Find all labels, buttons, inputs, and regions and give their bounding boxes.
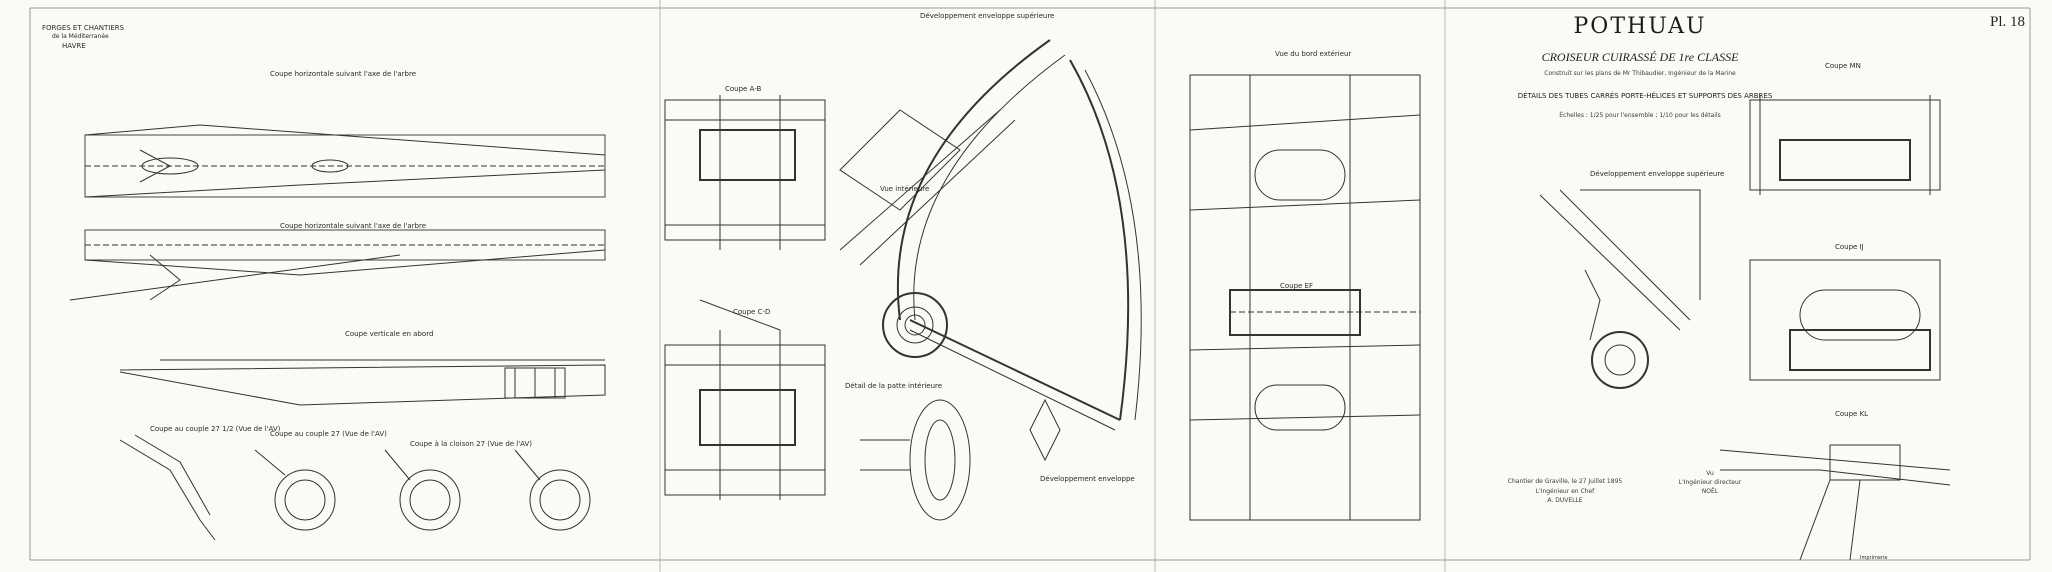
label-outer-view: Vue du bord extérieur — [1275, 50, 1352, 58]
design-credit: Construit sur les plans de Mr Thibaudier… — [1544, 70, 1736, 77]
label-mid-bot: Coupe C-D — [733, 308, 771, 316]
label-mid-top: Coupe A-B — [725, 85, 762, 93]
signature-left: Chantier de Graville, le 27 Juillet 1895 — [1507, 478, 1623, 485]
printer-footer: Imprimerie — [1860, 555, 1888, 561]
label-far-mid: Coupe IJ — [1835, 243, 1864, 251]
maker-line2: de la Méditerranée — [52, 33, 109, 40]
far-right-mid — [1749, 259, 1941, 381]
label-cross-2: Coupe au couple 27 (Vue de l'AV) — [270, 430, 387, 438]
label-far-bot: Coupe KL — [1835, 410, 1869, 418]
mid-upper-block — [664, 95, 826, 250]
mid-lower-block — [664, 299, 826, 500]
label-far-top: Coupe MN — [1825, 62, 1861, 70]
scale-note: Échelles : 1/25 pour l'ensemble ; 1/10 p… — [1559, 112, 1721, 119]
label-section-ef: Coupe EF — [1280, 282, 1314, 290]
label-cross-3: Coupe à la cloison 27 (Vue de l'AV) — [410, 440, 533, 448]
bearing-detail — [860, 398, 1061, 521]
far-right-bracket — [1539, 189, 1701, 389]
maker-name: FORGES ET CHANTIERS — [42, 24, 125, 32]
signature-left-role: L'Ingénieur en Chef — [1535, 488, 1595, 495]
label-far-dev: Développement enveloppe supérieure — [1590, 170, 1725, 178]
far-right-top — [1749, 95, 1941, 195]
ship-class: CROISEUR CUIRASSÉ DE 1re CLASSE — [1541, 50, 1739, 64]
outer-view — [1189, 74, 1421, 521]
left-mid-section — [69, 229, 606, 301]
label-mid-dev: Développement enveloppe — [1040, 475, 1135, 483]
signature-left-name: A. DUVELLE — [1547, 497, 1583, 504]
label-left-mid: Coupe horizontale suivant l'axe de l'arb… — [280, 222, 426, 230]
signature-right-role: L'Ingénieur directeur — [1678, 479, 1742, 486]
label-left-long: Coupe verticale en abord — [345, 330, 434, 338]
label-mid-view: Vue intérieure — [880, 185, 930, 193]
shaft-bracket — [839, 39, 1142, 431]
signature-right-name: NOËL — [1701, 488, 1719, 495]
label-cross-1: Coupe au couple 27 1/2 (Vue de l'AV) — [150, 425, 281, 433]
label-left-top: Coupe horizontale suivant l'axe de l'arb… — [270, 70, 416, 78]
left-cross-sections — [119, 434, 591, 541]
signature-right: Vu — [1706, 470, 1714, 477]
left-top-section — [84, 124, 606, 198]
plate-number: Pl. 18 — [1990, 14, 2026, 30]
left-profile — [119, 359, 606, 406]
ship-name: POTHUAU — [1573, 14, 1707, 39]
top-strip-label: Développement enveloppe supérieure — [920, 12, 1055, 20]
far-right-bottom — [1719, 444, 1951, 561]
plate-subject: DÉTAILS DES TUBES CARRÉS PORTE-HÉLICES E… — [1517, 92, 1773, 100]
label-mid-detail: Détail de la patte intérieure — [845, 382, 943, 390]
maker-city: HAVRE — [62, 42, 86, 50]
